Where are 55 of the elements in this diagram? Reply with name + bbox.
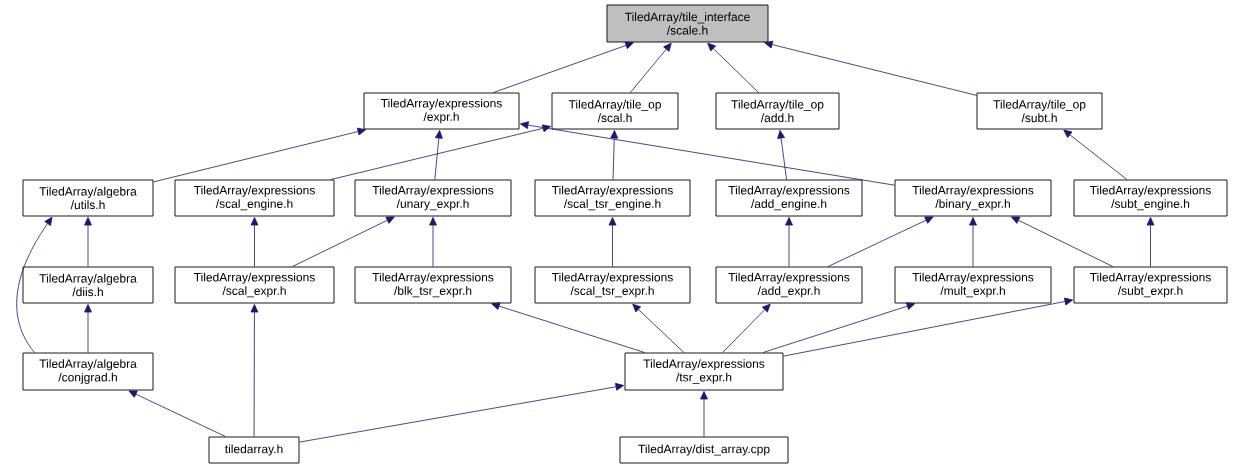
arrow <box>429 217 437 267</box>
arrow <box>493 41 634 93</box>
file-box: TiledArray/expressions /scal_tsr_engine.h <box>534 179 691 217</box>
file-box: TiledArray/algebra /conjgrad.h <box>22 352 154 391</box>
file-box: TiledArray/expressions /scal_expr.h <box>174 266 335 304</box>
file-box: TiledArray/algebra /diis.h <box>22 266 154 304</box>
file-box: TiledArray/expressions /unary_expr.h <box>354 179 512 217</box>
arrow <box>291 216 395 267</box>
arrow <box>84 217 92 267</box>
file-box: TiledArray/expressions /subt_engine.h <box>1073 179 1228 217</box>
arrow <box>707 42 759 93</box>
arrow <box>330 124 551 180</box>
arrow <box>610 130 619 180</box>
arrow <box>250 217 259 267</box>
arrow <box>299 382 624 443</box>
arrow <box>783 297 1073 357</box>
arrow <box>153 127 366 183</box>
arrow <box>1063 129 1128 180</box>
arrow <box>608 217 617 267</box>
file-box: TiledArray/expressions /mult_expr.h <box>894 266 1052 304</box>
file-box: TiledArray/tile_op /subt.h <box>976 92 1103 130</box>
file-box: TiledArray/algebra /utils.h <box>22 179 154 217</box>
arrow <box>16 216 53 353</box>
arrow <box>1011 216 1114 267</box>
arrow <box>700 391 708 437</box>
file-box: TiledArray/dist_array.cpp <box>619 436 789 464</box>
file-box: TiledArray/expressions /add_engine.h <box>715 179 863 217</box>
arrow <box>632 303 685 353</box>
file-box: TiledArray/expressions /expr.h <box>363 92 520 130</box>
arrow <box>520 121 895 186</box>
file-box: TiledArray/tile_op /scal.h <box>551 92 679 130</box>
file-box: TiledArray/expressions /scal_tsr_expr.h <box>534 266 691 304</box>
file-box: TiledArray/tile_op /add.h <box>715 92 840 130</box>
arrow <box>785 217 793 267</box>
arrow <box>1146 217 1155 267</box>
arrow <box>764 40 977 96</box>
file-box: TiledArray/expressions /scal_engine.h <box>174 179 335 217</box>
file-box: TiledArray/tile_interface /scale.h <box>606 4 769 43</box>
arrow <box>250 304 259 437</box>
arrow <box>629 42 672 93</box>
file-box: TiledArray/expressions /tsr_expr.h <box>624 352 784 391</box>
file-box: TiledArray/expressions /binary_expr.h <box>894 179 1052 217</box>
arrow <box>777 130 787 180</box>
arrow <box>827 216 934 267</box>
arrow <box>434 130 443 180</box>
file-box: TiledArray/expressions /blk_tsr_expr.h <box>354 266 512 304</box>
file-box: TiledArray/expressions /add_expr.h <box>715 266 863 304</box>
arrow <box>762 302 916 353</box>
arrow <box>84 304 92 353</box>
file-box: TiledArray/expressions /subt_expr.h <box>1073 266 1228 304</box>
arrow <box>722 303 771 353</box>
arrow <box>969 217 977 267</box>
arrow <box>491 302 646 353</box>
arrow <box>128 390 226 437</box>
file-box: tiledarray.h <box>208 436 300 464</box>
